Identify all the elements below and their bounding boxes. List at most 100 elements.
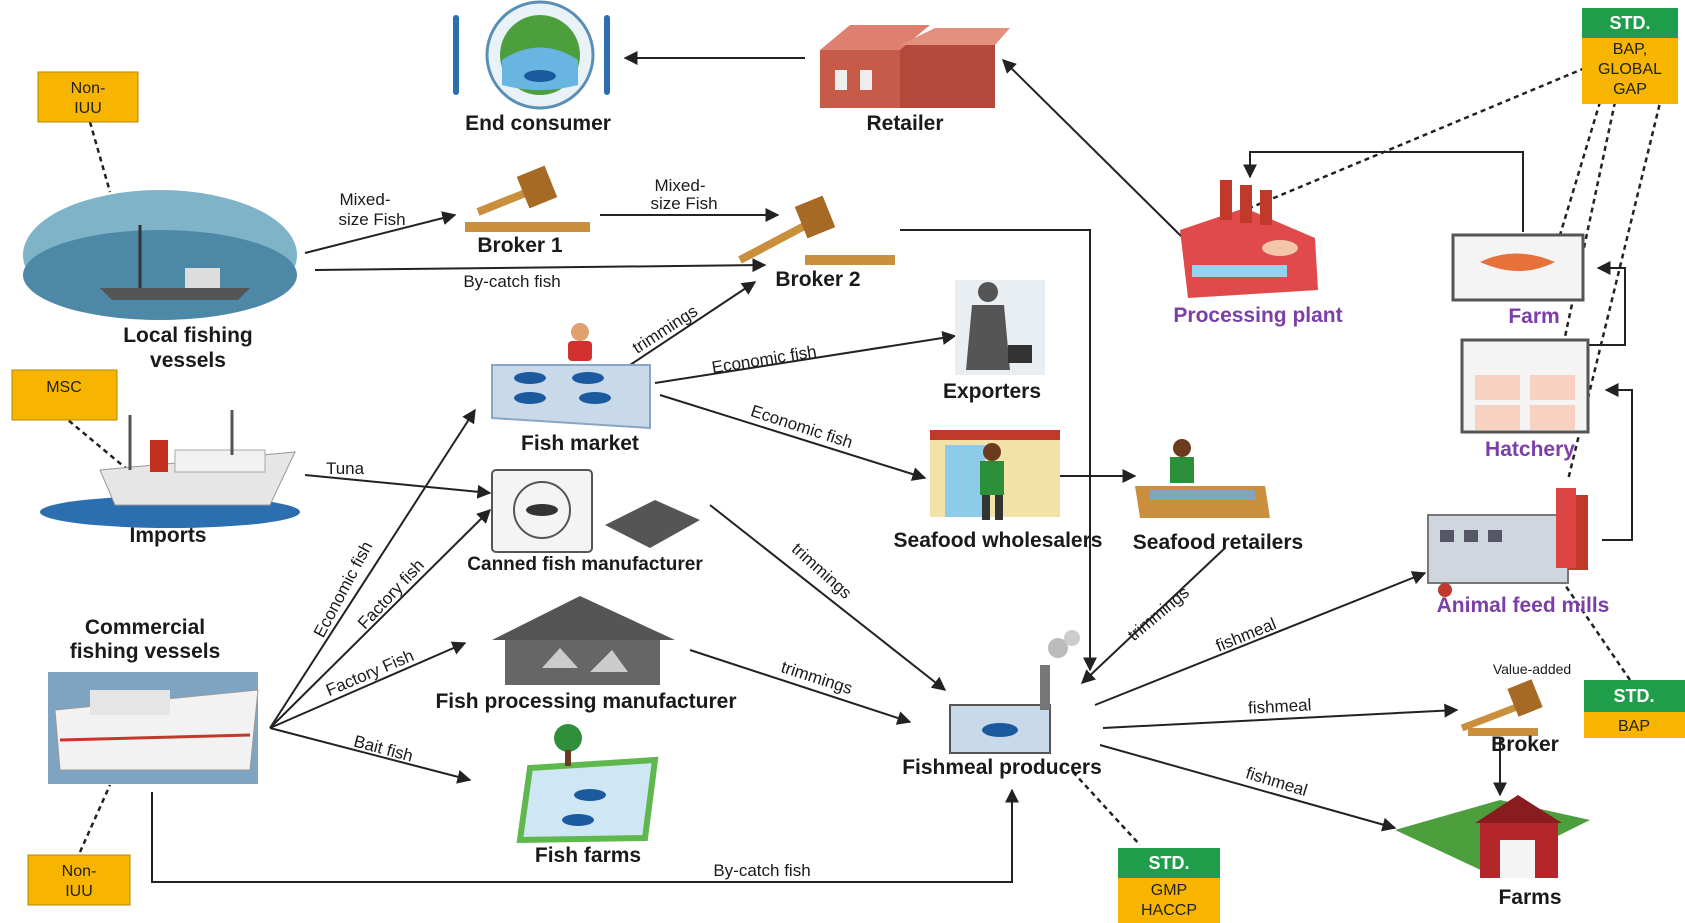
svg-text:STD.: STD.: [1613, 686, 1654, 706]
svg-text:GMP: GMP: [1151, 882, 1187, 899]
businessman-icon: [955, 280, 1045, 375]
trawler-icon: [48, 672, 259, 784]
edge-market-to-exporters: [654, 331, 957, 384]
node-broker1: Broker 1: [477, 234, 563, 257]
badge-std-bap-globalgap: STD. BAP, GLOBAL GAP: [1582, 8, 1678, 104]
node-retailer: Retailer: [866, 112, 943, 135]
label-factory-processing: Factory Fish: [323, 646, 417, 700]
fishmeal-factory-icon: [949, 630, 1080, 754]
node-fish-farms: Fish farms: [535, 844, 641, 867]
edge-fishmeal-to-broker: [1102, 703, 1459, 729]
node-hatchery: Hatchery: [1485, 438, 1575, 461]
edge-local-to-broker1: [304, 211, 457, 254]
dash-std-to-processing: [1177, 66, 1586, 240]
badge-std-bap: STD. BAP: [1584, 680, 1685, 738]
fish-market-icon: [491, 323, 651, 430]
local-boat-icon: [23, 190, 297, 320]
node-seafood-wholesalers: Seafood wholesalers: [894, 529, 1103, 552]
edge-processing-to-retailer: [1002, 59, 1184, 239]
processing-warehouse-icon: [492, 596, 675, 685]
node-imports: Imports: [129, 524, 206, 547]
badge-non-iuu-bottom: Non- IUU: [27, 854, 131, 906]
label-bycatch-local: By-catch fish: [463, 272, 560, 291]
svg-text:MSC: MSC: [46, 379, 82, 396]
node-local-vessels-line1: Local fishing: [123, 324, 253, 347]
dash-std-to-farm: [1558, 101, 1602, 236]
edge-commercial-to-fishmeal-bycatch: [151, 788, 1019, 883]
gavel-icon: [738, 195, 895, 265]
label-mixed-size-2b: size Fish: [650, 194, 717, 213]
edge-processing-to-fishmeal: [689, 649, 912, 725]
label-tuna: Tuna: [326, 459, 365, 478]
label-bait-fish: Bait fish: [352, 732, 415, 766]
node-fish-market: Fish market: [521, 432, 639, 455]
edge-fishmeal-to-feedmills: [1094, 571, 1427, 706]
node-local-vessels-line2: vessels: [150, 349, 226, 372]
edge-retailers-to-fishmeal: [1080, 547, 1226, 684]
svg-text:BAP: BAP: [1618, 718, 1650, 735]
edge-commercial-to-farms: [269, 727, 472, 784]
plate-icon: [453, 0, 610, 110]
node-seafood-retailers: Seafood retailers: [1133, 531, 1303, 554]
dash-nonIUU-top-to-local: [88, 121, 112, 193]
node-farms: Farms: [1498, 886, 1561, 909]
retailer-building-icon: [820, 25, 1010, 108]
label-mixed-size-2a: Mixed-: [654, 176, 705, 195]
wholesaler-shop-icon: [930, 430, 1060, 520]
node-processing-plant: Processing plant: [1173, 304, 1342, 327]
node-broker2: Broker 2: [775, 268, 860, 291]
svg-text:STD.: STD.: [1148, 853, 1189, 873]
node-canned-fish: Canned fish manufacturer: [467, 554, 703, 575]
canned-fish-icon: [491, 469, 700, 553]
node-fishmeal-producers: Fishmeal producers: [902, 756, 1102, 779]
barn-icon: [1395, 795, 1590, 878]
edge-hatchery-to-farm: [1583, 261, 1626, 346]
edge-fishmeal-to-farms: [1099, 744, 1397, 832]
label-fishmeal-broker: fishmeal: [1248, 695, 1312, 717]
badge-std-gmp-haccp: STD. GMP HACCP: [1118, 848, 1220, 923]
processing-plant-icon: [1180, 180, 1318, 298]
svg-text:IUU: IUU: [74, 100, 102, 117]
node-broker: Broker: [1491, 733, 1559, 756]
edge-commercial-to-canned: [269, 509, 491, 729]
svg-text:BAP,: BAP,: [1613, 41, 1647, 58]
svg-text:IUU: IUU: [65, 883, 93, 900]
gavel-icon: [465, 165, 590, 232]
svg-text:GAP: GAP: [1613, 81, 1647, 98]
gavel-icon: [1460, 679, 1543, 736]
edge-local-to-broker2-bycatch: [314, 258, 767, 273]
label-mixed-size-1a: Mixed-: [339, 190, 390, 209]
node-animal-feed-mills: Animal feed mills: [1437, 594, 1610, 617]
edge-commercial-to-processing: [269, 641, 467, 729]
cargo-ship-icon: [40, 410, 300, 528]
hatchery-icon: [1460, 338, 1590, 434]
node-farm: Farm: [1508, 305, 1559, 328]
shrimp-farm-icon: [1451, 233, 1585, 302]
node-fish-processing: Fish processing manufacturer: [435, 690, 736, 713]
svg-text:Non-: Non-: [62, 863, 97, 880]
badge-non-iuu-top: Non- IUU: [37, 71, 139, 123]
edge-feedmills-to-hatchery: [1602, 383, 1633, 541]
node-commercial-line1: Commercial: [85, 616, 205, 639]
label-mixed-size-1b: size Fish: [338, 210, 405, 229]
dash-bap-to-feedmills: [1563, 584, 1632, 681]
dash-nonIUU-bottom-to-commercial: [78, 784, 112, 853]
label-economic-exporters: Economic fish: [710, 342, 817, 377]
fish-pond-icon: [516, 724, 659, 844]
dash-gmp-to-fishmeal: [1072, 771, 1141, 846]
edge-commercial-to-market: [269, 408, 476, 729]
label-trimmings-market: trimmings: [629, 301, 701, 357]
label-fishmeal-feed: fishmeal: [1213, 614, 1279, 655]
edge-canned-to-fishmeal: [709, 504, 947, 691]
svg-text:STD.: STD.: [1609, 13, 1650, 33]
node-exporters: Exporters: [943, 380, 1041, 403]
svg-text:HACCP: HACCP: [1141, 902, 1197, 919]
label-bycatch-commercial: By-catch fish: [713, 861, 810, 880]
node-commercial-line2: fishing vessels: [70, 640, 221, 663]
edge-imports-to-canned: [304, 474, 492, 499]
edge-farm-to-processing: [1243, 151, 1524, 232]
edge-market-to-broker2: [629, 281, 757, 366]
label-trimmings-retailers: trimmings: [1124, 583, 1193, 645]
svg-text:GLOBAL: GLOBAL: [1598, 61, 1662, 78]
